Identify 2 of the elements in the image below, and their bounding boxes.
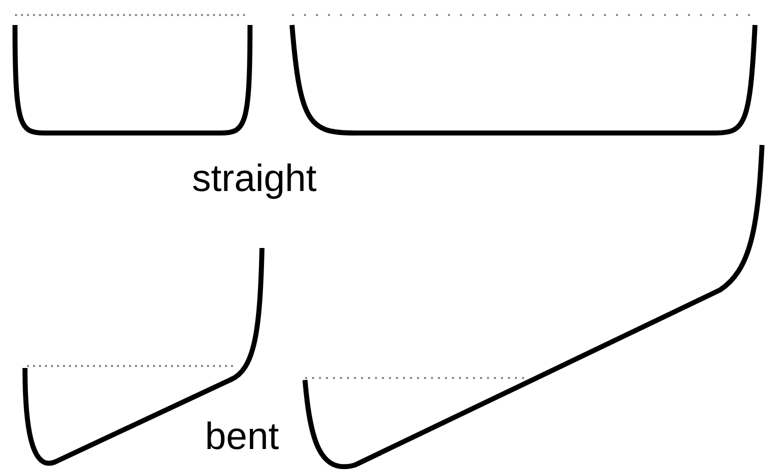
panel-label: straight (192, 160, 317, 198)
panel-label: bent (205, 418, 279, 456)
